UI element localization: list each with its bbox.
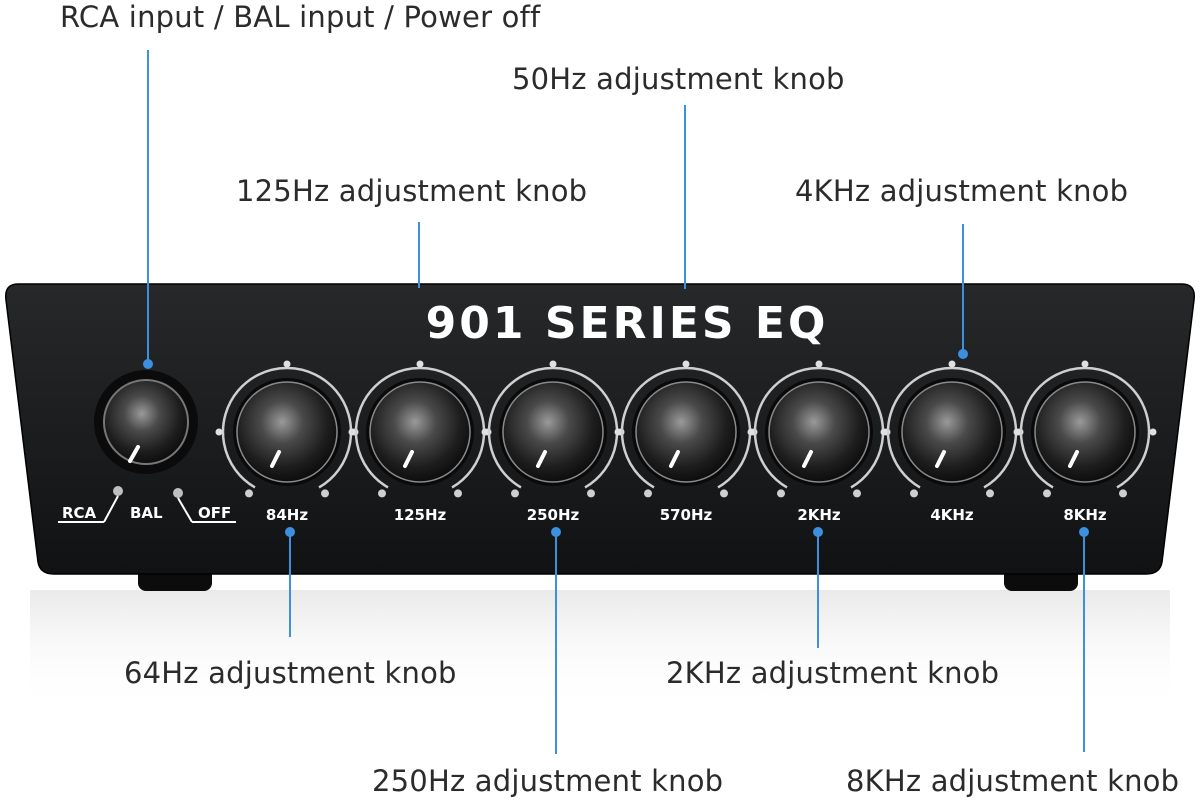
eq-scale-dot xyxy=(815,360,823,368)
eq-knob-cap xyxy=(901,381,1003,483)
eq-scale-dot xyxy=(1149,428,1157,436)
callout-dot-2khz xyxy=(813,527,823,537)
floor-reflection xyxy=(30,590,1170,710)
eq-knob-label: 2KHz xyxy=(797,506,841,524)
eq-knob-pointer xyxy=(270,450,281,468)
eq-knob-cap xyxy=(369,381,471,483)
eq-scale-dot xyxy=(682,360,690,368)
eq-max-marker xyxy=(720,489,728,498)
eq-scale-dot xyxy=(1081,360,1089,368)
eq-min-marker xyxy=(1043,489,1051,498)
eq-knob-3[interactable] xyxy=(481,360,625,498)
bal-label: BAL xyxy=(130,504,163,522)
rca-position-dot xyxy=(113,486,123,496)
eq-max-marker xyxy=(986,489,994,498)
eq-knob-pointer xyxy=(1068,450,1079,468)
callout-line-4khz xyxy=(962,224,964,352)
callout-dot-8khz xyxy=(1079,527,1089,537)
eq-knob-cap xyxy=(635,381,737,483)
callout-line-2khz xyxy=(817,534,819,648)
eq-scale-dot xyxy=(747,428,755,436)
eq-knob-pointer xyxy=(802,450,813,468)
eq-min-marker xyxy=(777,489,785,498)
eq-scale-dot xyxy=(549,360,557,368)
eq-knob-label: 570Hz xyxy=(660,506,713,524)
eq-knob-1[interactable] xyxy=(215,360,359,498)
eq-knob-2[interactable] xyxy=(348,360,492,498)
eq-knob-pointer xyxy=(403,450,414,468)
eq-scale-arc xyxy=(487,366,619,489)
eq-knob-label: 250Hz xyxy=(527,506,580,524)
eq-scale-dot xyxy=(948,360,956,368)
eq-knob-label: 125Hz xyxy=(394,506,447,524)
eq-min-marker xyxy=(245,489,253,498)
eq-scale-arc xyxy=(620,366,752,489)
callout-dot-64hz xyxy=(285,527,295,537)
source-selector-knob[interactable] xyxy=(94,370,198,474)
callout-line-rca-bal-power xyxy=(147,50,149,362)
eq-scale-dot xyxy=(880,428,888,436)
callout-line-250hz xyxy=(555,534,557,754)
eq-knob-label: 8KHz xyxy=(1063,506,1107,524)
eq-knob-cap xyxy=(236,381,338,483)
eq-scale-dot xyxy=(416,360,424,368)
eq-min-marker xyxy=(511,489,519,498)
callout-2khz: 2KHz adjustment knob xyxy=(666,656,1000,690)
callout-8khz: 8KHz adjustment knob xyxy=(846,764,1180,798)
eq-knob-label: 4KHz xyxy=(930,506,974,524)
eq-scale-dot xyxy=(481,428,489,436)
source-switch-labels: RCA BAL OFF xyxy=(58,486,236,523)
brand-title: 901 SERIES EQ xyxy=(426,298,829,349)
eq-knob-label: 84Hz xyxy=(266,506,308,524)
eq-knob-row: 84Hz 125Hz 250Hz 570Hz 2KHz 4KHz 8KHz xyxy=(215,360,1157,524)
callout-dot-rca-bal-power xyxy=(143,359,153,369)
callout-rca-bal-power: RCA input / BAL input / Power off xyxy=(60,0,541,34)
callout-64hz: 64Hz adjustment knob xyxy=(124,656,457,690)
eq-max-marker xyxy=(587,489,595,498)
eq-scale-arc xyxy=(886,366,1018,489)
eq-knob-cap xyxy=(1034,381,1136,483)
eq-knob-7[interactable] xyxy=(1013,360,1157,498)
callout-250hz: 250Hz adjustment knob xyxy=(372,764,724,798)
off-line xyxy=(177,497,193,523)
eq-min-marker xyxy=(378,489,386,498)
off-label: OFF xyxy=(198,504,231,522)
callout-line-8khz xyxy=(1083,534,1085,752)
eq-scale-dot xyxy=(1013,428,1021,436)
eq-knob-pointer xyxy=(669,450,680,468)
callout-4khz: 4KHz adjustment knob xyxy=(795,174,1129,208)
eq-knob-5[interactable] xyxy=(747,360,891,498)
callout-line-50hz xyxy=(684,105,686,289)
eq-knob-pointer xyxy=(536,450,547,468)
eq-scale-arc xyxy=(354,366,486,489)
eq-scale-arc xyxy=(221,366,353,489)
eq-knob-cap xyxy=(502,381,604,483)
eq-scale-arc xyxy=(1019,366,1151,489)
eq-max-marker xyxy=(321,489,329,498)
callout-125hz: 125Hz adjustment knob xyxy=(236,174,588,208)
eq-scale-arc xyxy=(753,366,885,489)
callout-line-125hz xyxy=(418,222,420,288)
callout-50hz: 50Hz adjustment knob xyxy=(512,62,845,96)
eq-max-marker xyxy=(1119,489,1127,498)
callout-dot-250hz xyxy=(551,527,561,537)
eq-min-marker xyxy=(644,489,652,498)
callout-line-64hz xyxy=(289,534,291,637)
eq-scale-dot xyxy=(614,428,622,436)
eq-knob-pointer xyxy=(935,450,946,468)
eq-scale-dot xyxy=(283,360,291,368)
rca-label: RCA xyxy=(62,504,97,522)
eq-knob-cap xyxy=(768,381,870,483)
eq-scale-dot xyxy=(348,428,356,436)
eq-min-marker xyxy=(910,489,918,498)
eq-scale-dot xyxy=(215,428,223,436)
callout-dot-4khz xyxy=(958,349,968,359)
rca-line xyxy=(103,495,119,523)
eq-max-marker xyxy=(853,489,861,498)
off-position-dot xyxy=(173,488,183,498)
eq-max-marker xyxy=(454,489,462,498)
eq-knob-4[interactable] xyxy=(614,360,758,498)
